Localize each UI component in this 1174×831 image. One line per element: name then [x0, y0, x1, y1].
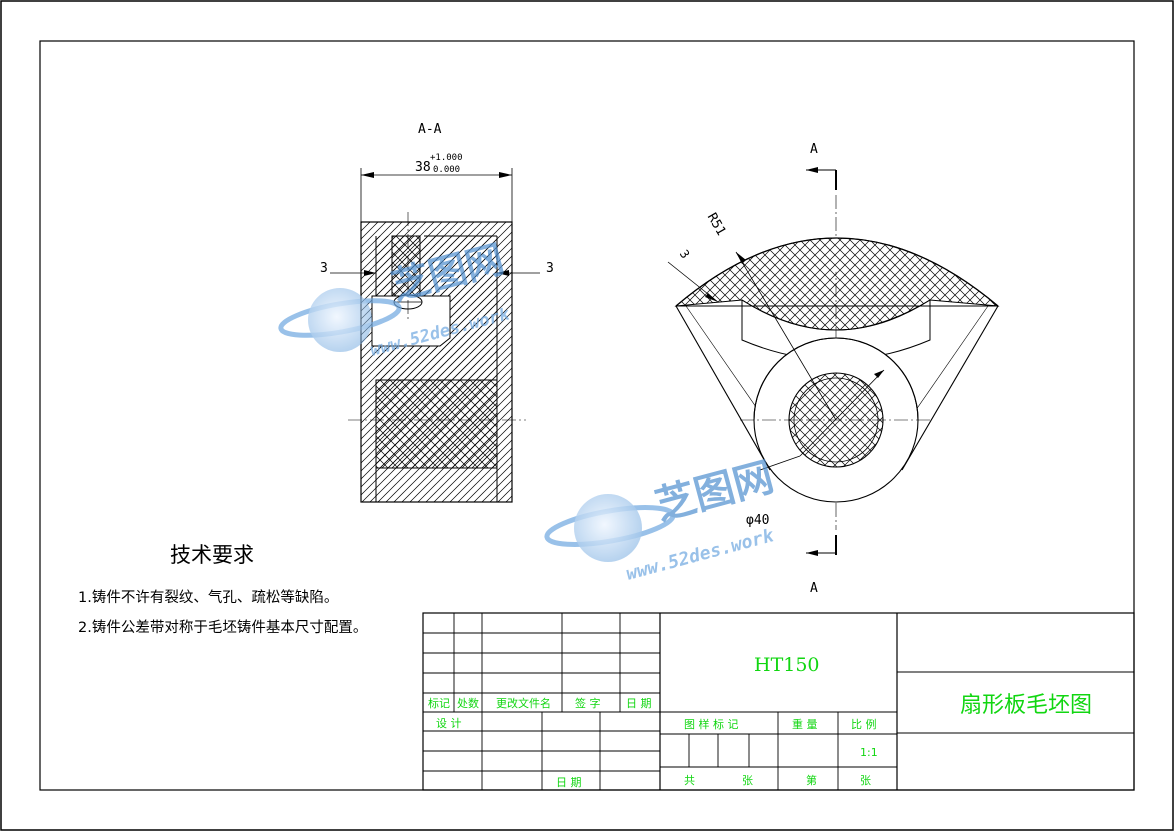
tech-req-item-1: 1.铸件不许有裂纹、气孔、疏松等缺陷。 — [78, 588, 338, 606]
scale-label: 比 例 — [851, 717, 877, 731]
total-sheets-unit: 张 — [742, 774, 753, 787]
diameter-dimension: φ40 — [746, 513, 769, 528]
rev-header-count: 处数 — [457, 697, 479, 710]
tech-req-item-2: 2.铸件公差带对称于毛坯铸件基本尺寸配置。 — [78, 619, 367, 636]
cut-label-bottom: A — [810, 581, 818, 596]
rev-header-file: 更改文件名 — [496, 696, 551, 710]
sheet-no-label: 第 — [806, 773, 817, 787]
weight-label: 重 量 — [792, 717, 818, 731]
radius-dimension: R51 — [704, 211, 729, 239]
date-label: 日 期 — [556, 776, 582, 789]
total-sheets-label: 共 — [684, 774, 695, 787]
width-tolerance-upper: +1.000 — [430, 153, 463, 163]
rev-header-sign: 签 字 — [575, 696, 601, 710]
right-offset-dimension: 3 — [546, 261, 554, 276]
tech-req-title: 技术要求 — [170, 543, 254, 567]
sector-view: A A R51 3 — [667, 142, 1000, 596]
rev-header-mark: 标记 — [428, 696, 450, 710]
offset-dimension: 3 — [677, 247, 693, 261]
design-label: 设 计 — [436, 717, 462, 730]
width-dimension: 38 — [415, 160, 431, 175]
scale-value: 1:1 — [860, 746, 878, 759]
stage-label: 图 样 标 记 — [684, 717, 739, 731]
title-block — [422, 612, 1135, 791]
drawing-title: 扇形板毛坯图 — [960, 693, 1092, 718]
width-tolerance-lower: 0.000 — [433, 165, 460, 175]
material-label: HT150 — [754, 654, 820, 676]
cut-label-top: A — [810, 142, 818, 157]
section-view: A-A 38 +1.000 0.000 3 3 — [320, 122, 554, 503]
sheet-no-unit: 张 — [860, 774, 871, 787]
drawing-frame — [39, 40, 1135, 791]
section-title: A-A — [418, 122, 442, 137]
watermark-logo-2: 芝图网 www.52des.work — [544, 453, 778, 585]
rev-header-date: 日 期 — [626, 697, 652, 710]
left-offset-dimension: 3 — [320, 261, 328, 276]
